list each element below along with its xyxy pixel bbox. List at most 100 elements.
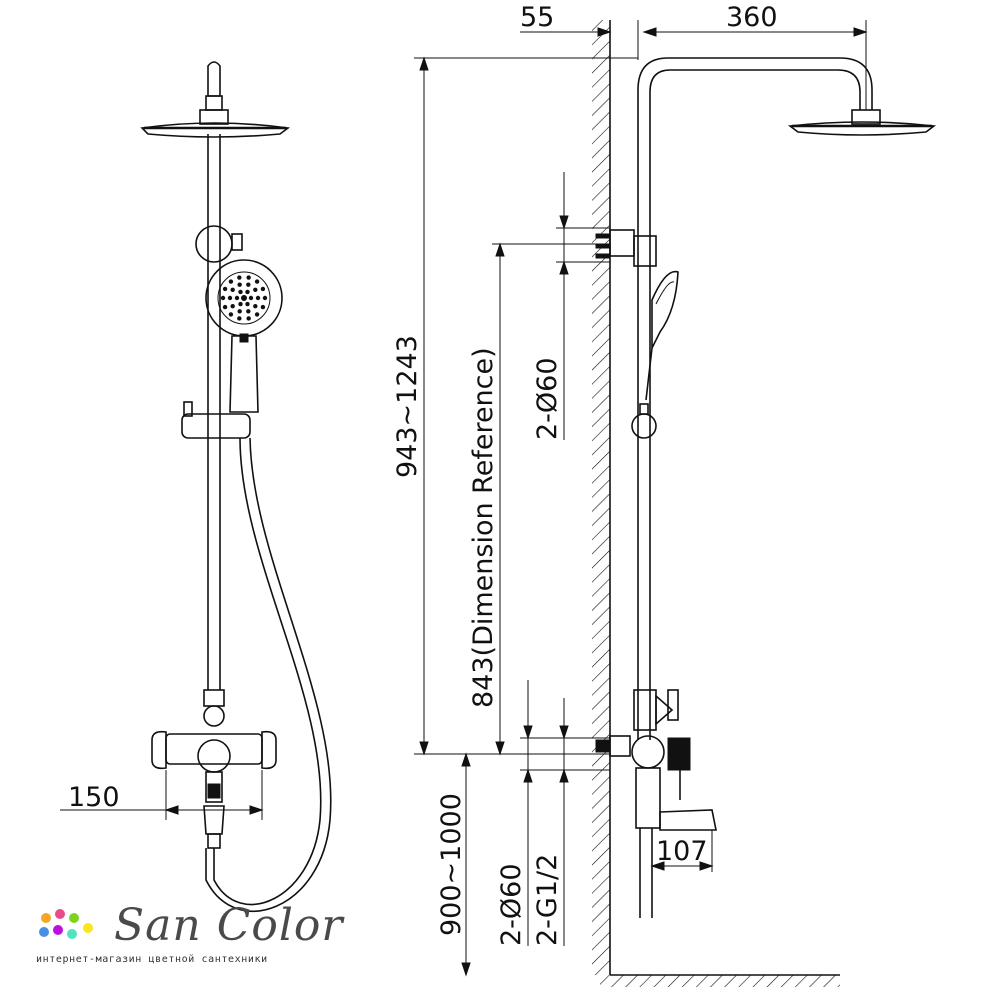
- front-wall-bracket: [195, 225, 233, 263]
- dim-handle-spacing: 150: [68, 782, 120, 813]
- nozzle-dot: [230, 287, 235, 292]
- side-upper-screw-3: [595, 253, 611, 259]
- nozzle-dot: [245, 289, 250, 295]
- nozzle-dot: [228, 279, 234, 284]
- dim-lower-arrow-2-bottom: [559, 768, 569, 783]
- dim-connections: 2-G1/2: [532, 854, 563, 946]
- front-hose-outer: [213, 437, 322, 906]
- logo-dot: [83, 923, 93, 933]
- nozzle-dot: [228, 312, 234, 317]
- dim-wall-offset: 55: [520, 2, 554, 33]
- side-diverter-knob: [667, 689, 679, 721]
- nozzle-dot: [246, 282, 251, 287]
- dim-mount-arrow-top: [461, 752, 471, 767]
- nozzle-dot: [254, 279, 260, 284]
- logo-dot: [53, 925, 63, 935]
- logo-dot: [55, 909, 65, 919]
- dim-107-arrow-left: [650, 861, 665, 871]
- logo-dot: [67, 929, 77, 939]
- nozzle-dot: [237, 309, 242, 314]
- front-swivel: [205, 95, 223, 111]
- front-rain-shower-head: [140, 122, 291, 138]
- dim-150-arrow-right: [249, 805, 264, 815]
- side-slide-knob: [639, 403, 649, 415]
- front-diverter-base: [203, 689, 225, 707]
- logo-dots: [39, 909, 93, 939]
- nozzle-dot: [253, 287, 258, 292]
- nozzle-dot: [246, 275, 251, 280]
- dim-total-arrow-bottom: [419, 741, 429, 756]
- nozzle-dot: [220, 295, 226, 301]
- nozzle-dot: [262, 295, 268, 301]
- dim-lower-arrow-2-top: [559, 725, 569, 740]
- front-mixer-handle: [197, 739, 231, 773]
- nozzle-dot: [237, 282, 242, 287]
- front-hand-shower-nozzles: [220, 275, 268, 321]
- nozzle-dot: [222, 286, 228, 292]
- nozzle-dot: [237, 316, 242, 321]
- nozzle-dot: [245, 301, 250, 307]
- logo-tagline: интернет-магазин цветной сантехники: [36, 954, 268, 965]
- nozzle-dot: [237, 275, 242, 280]
- nozzle-dot: [222, 304, 228, 310]
- side-mixer-connection: [595, 739, 611, 753]
- wall-hatching: [592, 20, 610, 975]
- dim-lower-arrow-1-top: [523, 725, 533, 740]
- front-mixer-stem-marking: [207, 783, 221, 799]
- front-diverter-knob: [203, 705, 225, 727]
- side-view: 55 360 943~1243 843(Dimension Reference)…: [392, 2, 937, 987]
- dim-total-height: 943~1243: [392, 335, 423, 478]
- front-hand-shower-joint: [239, 333, 249, 343]
- front-bracket-screw: [231, 233, 243, 251]
- front-spout: [203, 805, 225, 835]
- side-upper-screw-1: [595, 233, 611, 239]
- dim-360-arrow-left: [642, 27, 657, 37]
- side-rain-shower-head: [787, 121, 937, 136]
- nozzle-dot: [241, 295, 247, 301]
- dim-lower-arrow-1-bottom: [523, 768, 533, 783]
- dim-ref-arrow-bottom: [495, 741, 505, 756]
- logo-wordmark: San Color: [114, 900, 344, 951]
- nozzle-dot: [246, 316, 251, 321]
- front-view: 150: [60, 61, 332, 912]
- side-hand-shower-detail: [655, 281, 675, 305]
- nozzle-dot: [248, 295, 254, 301]
- front-mixer-stem: [205, 771, 223, 803]
- side-slide-holder: [631, 413, 657, 439]
- front-top-cap: [207, 61, 221, 97]
- side-spout-body: [635, 767, 661, 829]
- side-arm-outer: [637, 57, 873, 740]
- side-mixer-body: [631, 735, 665, 769]
- nozzle-dot: [260, 304, 266, 310]
- side-upper-clamp: [633, 235, 657, 267]
- nozzle-dot: [246, 309, 251, 314]
- side-upper-screw-2: [595, 243, 611, 249]
- front-hose-inner: [205, 437, 332, 912]
- side-mixer-wall-flange: [609, 735, 631, 757]
- side-arm-inner: [649, 69, 861, 740]
- dim-upper-holder: 2-Ø60: [532, 357, 563, 440]
- dim-spout-length: 107: [656, 836, 708, 867]
- dim-55-arrow: [597, 27, 612, 37]
- side-upper-bracket: [609, 229, 635, 257]
- dim-upper-arrow-bottom: [559, 260, 569, 275]
- front-right-wall-mount: [261, 730, 277, 770]
- dim-150-arrow-left: [164, 805, 179, 815]
- side-hand-shower: [651, 270, 679, 349]
- logo-dot: [41, 913, 51, 923]
- nozzle-dot: [260, 286, 266, 292]
- dim-107-arrow-right: [699, 861, 714, 871]
- nozzle-dot: [255, 295, 261, 301]
- dim-reference-height: 843(Dimension Reference): [468, 347, 499, 708]
- nozzle-dot: [227, 295, 233, 301]
- front-mixer-body: [165, 733, 263, 765]
- front-connector: [199, 109, 229, 125]
- dim-360-arrow-right: [853, 27, 868, 37]
- nozzle-dot: [234, 295, 240, 301]
- dim-mount-height: 900~1000: [436, 793, 467, 936]
- front-left-wall-mount: [151, 730, 167, 770]
- side-mixer-handle: [667, 737, 691, 771]
- nozzle-dot: [238, 301, 243, 307]
- side-diverter-lever: [655, 694, 674, 726]
